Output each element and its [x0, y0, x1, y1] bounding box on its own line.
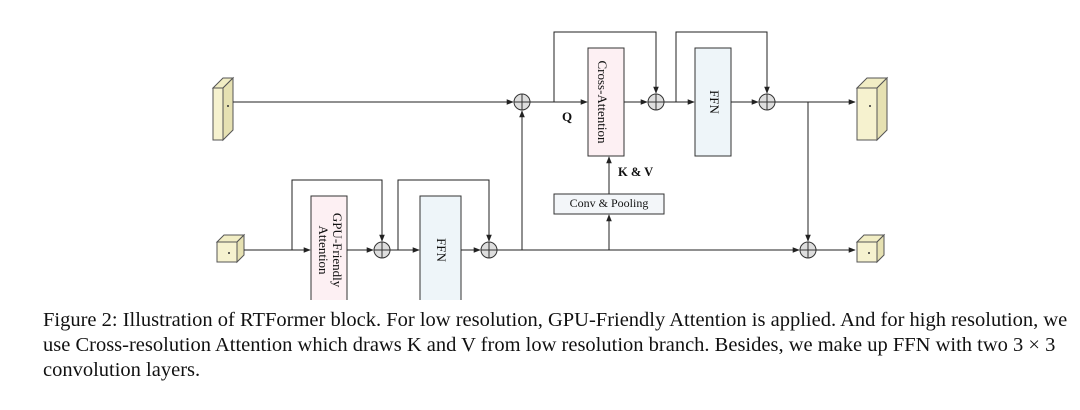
high-res-input-feature-map	[211, 76, 235, 142]
adders	[373, 93, 817, 259]
cross-attention-block: Cross-Attention	[587, 47, 625, 157]
figure-caption: Figure 2: Illustration of RTFormer block…	[43, 309, 1068, 381]
adder-bottom-1	[373, 241, 391, 259]
high-res-output-feature-map	[855, 76, 889, 142]
connections	[233, 31, 856, 253]
gpu-friendly-attention-block: GPU-Friendly Attention	[310, 195, 348, 300]
conv-pooling-label: Conv & Pooling	[570, 196, 649, 210]
adder-bottom-2	[480, 241, 498, 259]
rtformer-block-diagram: Cross-Attention FFN GPU-Friendly Attenti…	[211, 31, 889, 300]
ffn-bottom-block: FFN	[419, 195, 462, 300]
low-res-output-feature-map	[855, 233, 886, 264]
skip-gpu-attention	[291, 179, 385, 250]
ffn-top-block: FFN	[694, 47, 732, 157]
ffn-top-label: FFN	[707, 90, 722, 114]
adder-top-1	[513, 93, 531, 111]
conv-pooling-block: Conv & Pooling	[553, 193, 665, 215]
low-res-input-feature-map	[215, 233, 246, 264]
kv-label: K & V	[618, 165, 653, 179]
gpu-attention-label-line1: GPU-Friendly	[330, 213, 345, 288]
ffn-bottom-label: FFN	[434, 238, 449, 262]
skip-cross-attention	[553, 31, 659, 102]
gpu-attention-label-line2: Attention	[316, 225, 331, 275]
cross-attention-label: Cross-Attention	[595, 60, 610, 144]
adder-top-3	[758, 93, 776, 111]
q-label: Q	[562, 109, 572, 124]
skip-ffn-top	[675, 31, 770, 102]
adder-bottom-3	[799, 241, 817, 259]
adder-top-2	[647, 93, 665, 111]
skip-ffn-bottom	[397, 179, 492, 250]
